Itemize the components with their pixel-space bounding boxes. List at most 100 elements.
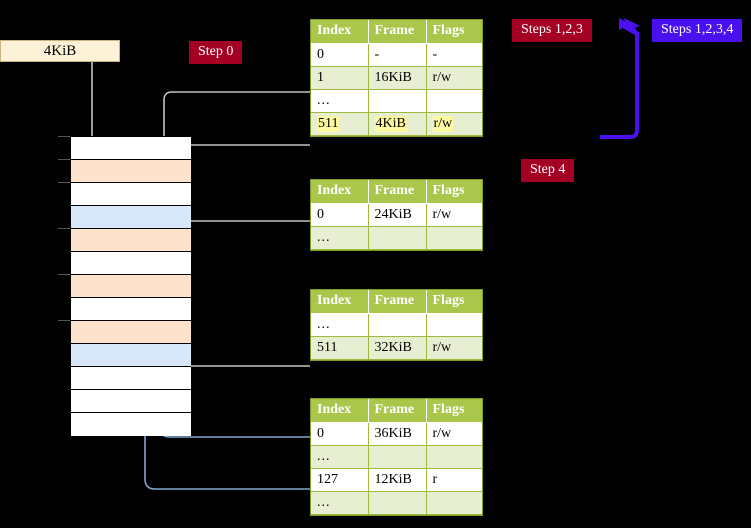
memory-tick <box>58 136 70 137</box>
cell-flags <box>425 445 482 469</box>
cell-index: 0 <box>311 203 369 227</box>
table-row: 511 4KiB r/w <box>311 112 482 136</box>
badge-steps-123: Steps 1,2,3 <box>512 19 592 42</box>
memory-row <box>71 344 191 367</box>
memory-tick <box>58 182 70 183</box>
column-header-flags: Flags <box>425 20 482 44</box>
cell-frame <box>367 313 427 337</box>
column-header-flags: Flags <box>425 290 482 314</box>
cell-flags <box>425 313 482 337</box>
connector-pd-to-memory <box>172 307 310 367</box>
cell-index: 511 <box>311 112 369 136</box>
cell-flags: r/w <box>425 66 482 90</box>
cell-flags: r/w <box>425 112 482 136</box>
table-row: 1 16KiB r/w <box>311 66 482 90</box>
cell-index-highlight: 511 <box>317 116 340 132</box>
memory-tick <box>58 274 70 275</box>
memory-row <box>71 206 191 229</box>
cell-flags: - <box>425 43 482 67</box>
cell-index: ... <box>311 313 369 337</box>
cell-flags: r/w <box>425 336 482 360</box>
badge-steps-123-label: Steps 1,2,3 <box>521 22 583 37</box>
column-header-index: Index <box>311 399 369 423</box>
cell-frame: 32KiB <box>367 336 427 360</box>
cell-index: ... <box>311 491 369 515</box>
cell-frame: - <box>367 43 427 67</box>
page-table-pdp: Index Frame Flags 0 24KiB r/w ... <box>310 179 483 251</box>
table-row: 511 32KiB r/w <box>311 336 482 360</box>
recursion-arrow <box>600 18 640 139</box>
table-header-row: Index Frame Flags <box>311 180 482 204</box>
cell-index: ... <box>311 445 369 469</box>
memory-row <box>71 390 191 413</box>
table-row: ... <box>311 491 482 515</box>
cell-frame <box>367 491 427 515</box>
memory-tick <box>58 228 70 229</box>
memory-row <box>71 298 191 321</box>
column-header-frame: Frame <box>367 290 427 314</box>
memory-row <box>71 413 191 436</box>
memory-row <box>71 275 191 298</box>
table-header-row: Index Frame Flags <box>311 290 482 314</box>
frame-block-label: 4KiB <box>43 42 77 59</box>
connector-pdp-to-memory <box>173 220 310 249</box>
column-header-frame: Frame <box>367 399 427 423</box>
cell-flags <box>425 89 482 113</box>
table-row: ... <box>311 313 482 337</box>
cell-frame: 24KiB <box>367 203 427 227</box>
memory-row <box>71 160 191 183</box>
table-header-row: Index Frame Flags <box>311 20 482 44</box>
cell-flags: r <box>425 468 482 492</box>
table-row: ... <box>311 226 482 250</box>
cell-flags: r/w <box>425 422 482 446</box>
column-header-frame: Frame <box>367 20 427 44</box>
table-row: 0 36KiB r/w <box>311 422 482 446</box>
cell-index: 127 <box>311 468 369 492</box>
cell-frame-highlight: 4KiB <box>374 116 407 132</box>
cell-flags-highlight: r/w <box>432 116 454 132</box>
memory-tick <box>58 320 70 321</box>
column-header-flags: Flags <box>425 399 482 423</box>
cell-index: 0 <box>311 422 369 446</box>
memory-row <box>71 367 191 390</box>
cell-flags <box>425 226 482 250</box>
column-header-index: Index <box>311 290 369 314</box>
cell-frame <box>367 89 427 113</box>
column-header-frame: Frame <box>367 180 427 204</box>
memory-row <box>71 137 191 160</box>
badge-step-0: Step 0 <box>189 41 243 64</box>
badge-steps-1234: Steps 1,2,3,4 <box>652 19 743 42</box>
column-header-index: Index <box>311 20 369 44</box>
cell-index: ... <box>311 226 369 250</box>
page-table-pd: Index Frame Flags ... 511 32KiB r/w <box>310 289 483 361</box>
cell-frame <box>367 226 427 250</box>
badge-step-0-label: Step 0 <box>198 44 234 59</box>
cell-frame: 4KiB <box>367 112 427 136</box>
memory-row <box>71 229 191 252</box>
cell-frame <box>367 445 427 469</box>
cell-frame: 16KiB <box>367 66 427 90</box>
table-header-row: Index Frame Flags <box>311 399 482 423</box>
cell-index: 511 <box>311 336 369 360</box>
cell-flags <box>425 491 482 515</box>
memory-row <box>71 183 191 206</box>
page-table-pt: Index Frame Flags 0 36KiB r/w ... 127 <box>310 398 483 516</box>
column-header-index: Index <box>311 180 369 204</box>
memory-row <box>71 252 191 275</box>
cell-index: 0 <box>311 43 369 67</box>
table-row: ... <box>311 445 482 469</box>
badge-steps-1234-label: Steps 1,2,3,4 <box>661 22 734 37</box>
badge-step-4: Step 4 <box>521 159 575 182</box>
cell-frame: 12KiB <box>367 468 427 492</box>
page-table-pml4: Index Frame Flags 0 - - 1 16KiB r/w ... <box>310 19 483 137</box>
badge-step-4-label: Step 4 <box>530 162 566 177</box>
memory-tick <box>58 159 70 160</box>
frame-block-4kib: 4KiB <box>0 40 120 62</box>
connector-pml4-511-to-memory <box>173 144 310 170</box>
cell-flags: r/w <box>425 203 482 227</box>
table-row: 0 24KiB r/w <box>311 203 482 227</box>
table-row: 127 12KiB r <box>311 468 482 492</box>
cell-index: ... <box>311 89 369 113</box>
cell-frame: 36KiB <box>367 422 427 446</box>
